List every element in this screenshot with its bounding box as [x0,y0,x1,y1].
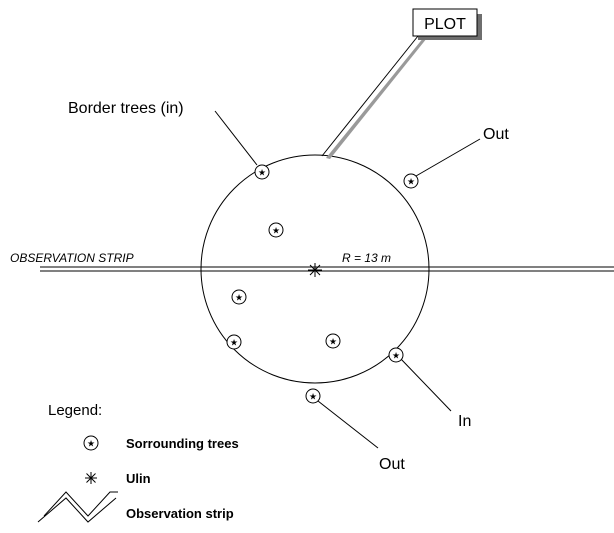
out-top-label: Out [483,126,509,143]
ulin-tree-center [308,263,322,277]
plot-circle [200,154,430,384]
tree-inside-2 [231,289,247,305]
observation-strip [40,266,614,272]
legend-title: Legend: [48,402,102,419]
tree-border-right [388,347,404,363]
tree-inside-1 [268,222,284,238]
tree-out-top [403,173,419,189]
border-trees-leader [214,110,258,166]
legend-item-label: Sorrounding trees [126,436,239,451]
legend-item-label: Observation strip [126,506,234,521]
legend: Legend: Sorrounding trees Ulin Observati… [37,402,239,523]
asterisk-icon [85,472,97,484]
out-bottom-label: Out [379,456,405,473]
tree-border-left [226,334,242,350]
plot-label: PLOT [424,16,466,33]
radius-label: R = 13 m [342,251,391,265]
tree-border-top [254,164,270,180]
out-top-leader [415,138,481,177]
border-trees-label: Border trees (in) [68,100,184,117]
observation-strip-label: OBSERVATION STRIP [10,251,134,265]
plot-callout: PLOT [321,8,482,159]
legend-item-label: Ulin [126,471,151,486]
out-bottom-leader [317,400,379,449]
tree-out-bottom [305,388,321,404]
tree-inside-3 [325,333,341,349]
circled-star-icon [83,435,99,451]
in-label: In [458,413,471,430]
in-right-leader [399,357,452,412]
zigzag-double-line-icon [37,491,118,523]
